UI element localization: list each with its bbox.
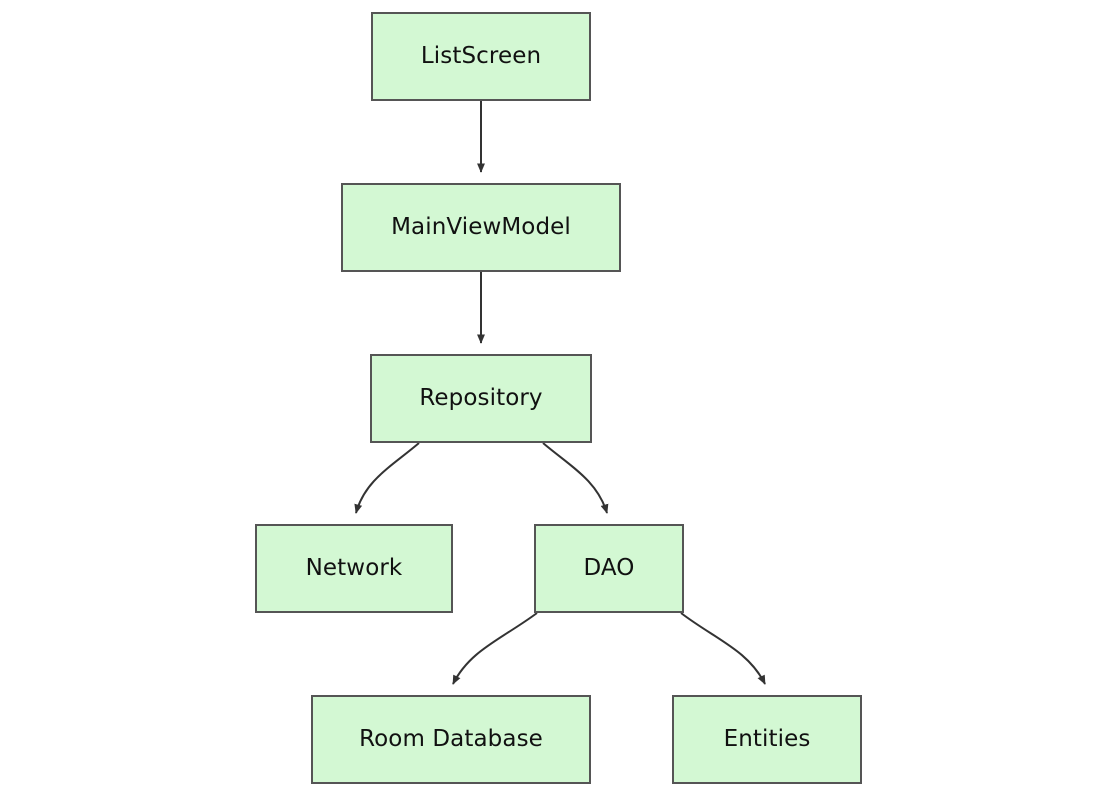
node-repository[interactable]: Repository	[370, 354, 592, 443]
edge-dao-roomdatabase	[452, 612, 538, 685]
node-network-label: Network	[305, 555, 403, 581]
edge-repository-network	[354, 442, 420, 514]
node-dao-label: DAO	[583, 555, 635, 581]
node-repository-label: Repository	[419, 385, 543, 411]
node-entities-label: Entities	[723, 726, 811, 752]
edge-dao-entities	[680, 612, 766, 685]
node-listscreen-label: ListScreen	[420, 43, 542, 69]
node-mainviewmodel[interactable]: MainViewModel	[341, 183, 621, 272]
node-roomdatabase-label: Room Database	[359, 726, 543, 752]
node-roomdatabase[interactable]: Room Database	[311, 695, 591, 784]
edge-repository-dao	[542, 442, 609, 514]
node-mainviewmodel-label: MainViewModel	[391, 214, 571, 240]
node-dao[interactable]: DAO	[534, 524, 684, 613]
node-network[interactable]: Network	[255, 524, 453, 613]
node-entities[interactable]: Entities	[672, 695, 862, 784]
node-listscreen[interactable]: ListScreen	[371, 12, 591, 101]
